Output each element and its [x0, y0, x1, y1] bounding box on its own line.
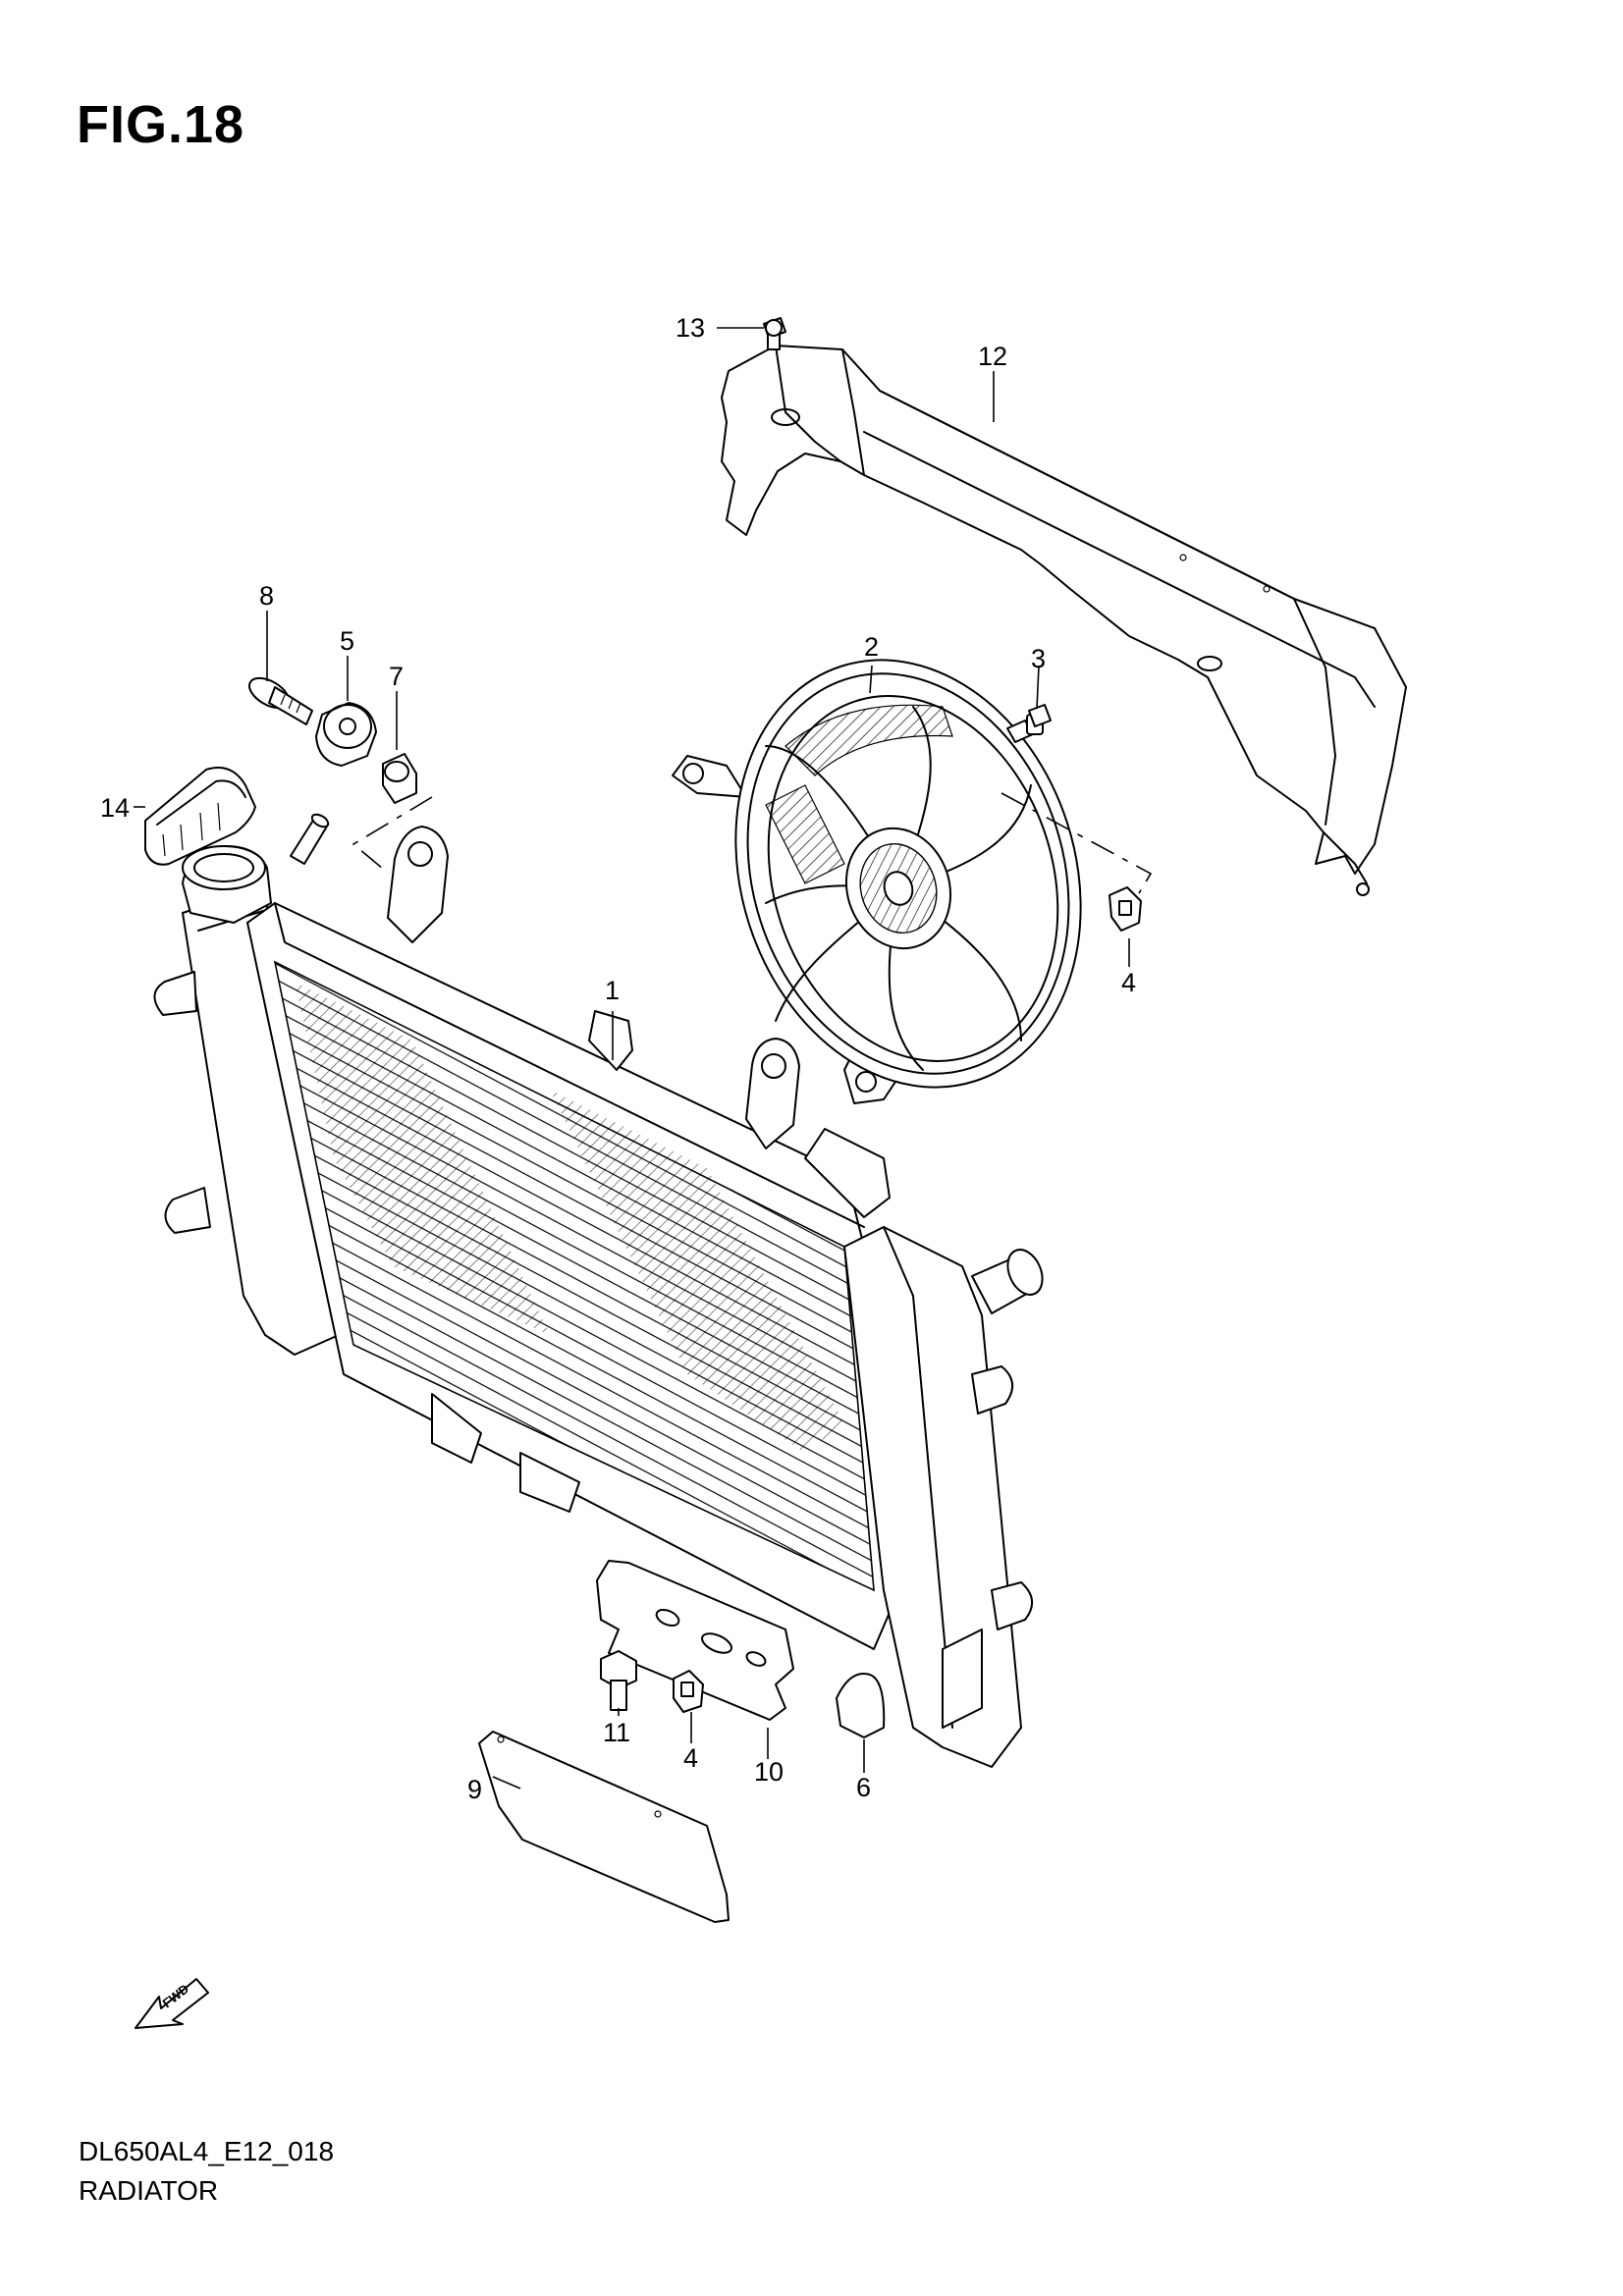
forward-arrow-icon: FWD [135, 1978, 209, 2029]
callout-13: 13 [676, 313, 705, 343]
part-4-nut-upper [1109, 886, 1142, 932]
callout-9: 9 [467, 1775, 482, 1804]
callout-6: 6 [856, 1773, 871, 1802]
part-3-bolt [1006, 704, 1052, 743]
callout-5: 5 [340, 626, 354, 656]
part-6-cushion [836, 1673, 886, 1738]
part-13-bolt [763, 317, 786, 350]
assembly-line-bolt-to-radiator [352, 796, 433, 875]
callout-3: 3 [1031, 644, 1046, 673]
part-5-grommet [315, 702, 377, 767]
callout-10: 10 [754, 1757, 784, 1787]
part-4-nut-lower [673, 1670, 704, 1713]
part-11-bolt [600, 1650, 637, 1711]
part-9-guard-plate [478, 1731, 730, 1923]
figure-title: FIG.18 [77, 95, 245, 154]
part-10-bracket [596, 1560, 794, 1721]
callout-14: 14 [100, 793, 130, 823]
callout-8: 8 [259, 581, 274, 611]
callout-4-lower: 4 [683, 1743, 698, 1773]
callout-1: 1 [605, 976, 620, 1005]
callout-11: 11 [603, 1718, 630, 1747]
part-12-radiator-cover [721, 345, 1407, 896]
figure-name: RADIATOR [79, 2175, 219, 2206]
part-7-collar [382, 753, 417, 804]
assembly-line-fan-to-nut [1001, 792, 1153, 894]
part-14-radiator-cap [144, 767, 256, 866]
callout-7: 7 [389, 662, 404, 691]
callout-12: 12 [978, 342, 1007, 371]
part-8-bolt [248, 676, 313, 725]
leader-lines [134, 327, 1130, 1789]
callout-2: 2 [864, 632, 879, 662]
part-2-cooling-fan [672, 659, 1082, 1104]
part-1-radiator [153, 813, 1044, 1768]
callout-4-upper: 4 [1121, 968, 1136, 997]
model-code: DL650AL4_E12_018 [79, 2136, 335, 2166]
